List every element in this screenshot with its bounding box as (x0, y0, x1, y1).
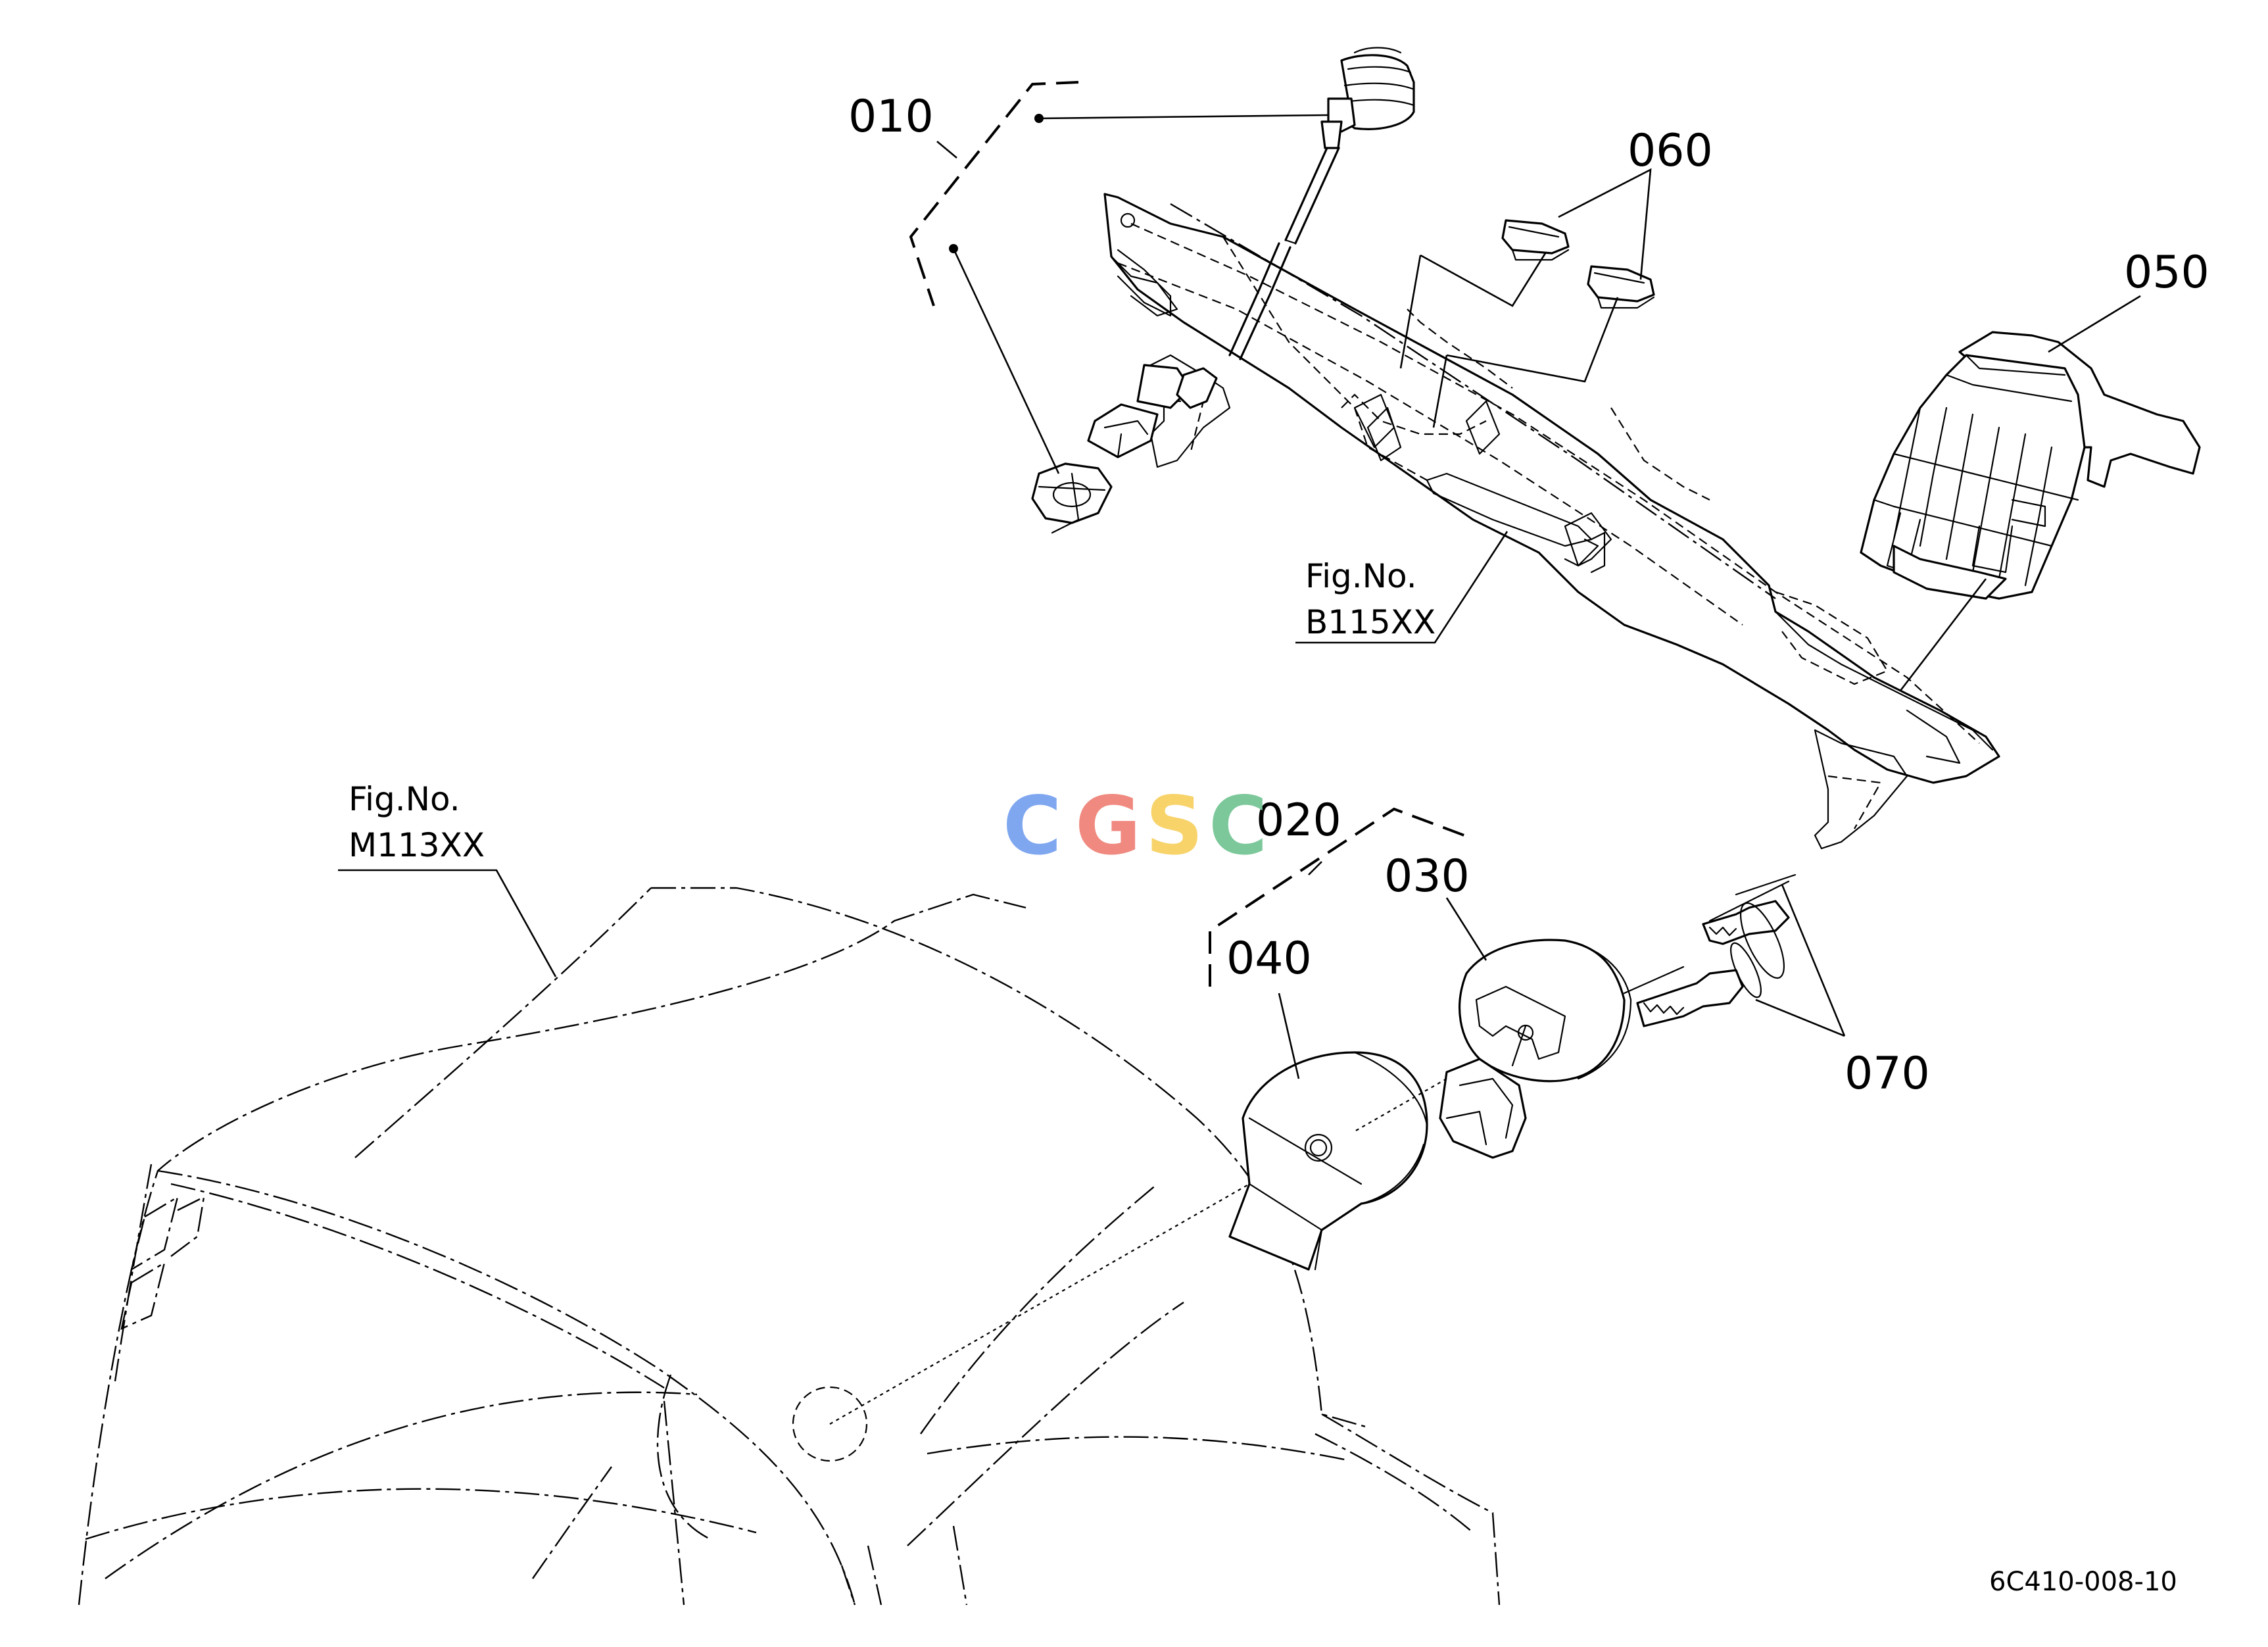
part-010-bracket (909, 81, 1079, 307)
hood-figref-number: M113XX (349, 826, 485, 864)
part-030-leader (1445, 897, 1487, 961)
dash-figref-label: Fig.No. (1305, 557, 1417, 595)
part-010-cable (949, 47, 1415, 534)
part-040-cover (1228, 1051, 1428, 1271)
watermark-letter-c2: C (1209, 779, 1268, 873)
watermark-letter-c1: C (1003, 779, 1062, 873)
callout-060: 060 (1628, 125, 1713, 177)
part-070-keys (1636, 873, 1846, 1037)
part-020-leader (1308, 861, 1322, 875)
drawing-number: 6C410-008-10 (1989, 1567, 2177, 1597)
part-030-switch (1354, 939, 1685, 1159)
part-060-leader (1558, 168, 1652, 280)
callout-020: 020 (1256, 795, 1341, 847)
callout-040: 040 (1226, 933, 1312, 985)
dash-figref-number: B115XX (1305, 603, 1436, 641)
dash-panel (1103, 193, 2000, 850)
part-050-leader (2048, 295, 2141, 353)
callout-030: 030 (1384, 850, 1470, 902)
hood-figref-label: Fig.No. (349, 780, 460, 818)
part-060-pads (1399, 219, 1655, 428)
callout-050: 050 (2124, 247, 2209, 299)
part-020-bracket (1209, 807, 1474, 987)
hood-outline (78, 887, 1501, 1606)
part-040-leader (1278, 993, 1300, 1079)
part-010-leader (936, 141, 957, 159)
watermark-letter-g: G (1075, 779, 1141, 873)
hood-figref-leader (338, 869, 557, 977)
watermark-letter-s: S (1146, 779, 1203, 873)
dash-figref-leader (1295, 531, 1508, 644)
callout-070: 070 (1845, 1048, 1930, 1100)
callout-010: 010 (848, 91, 934, 143)
cgsc-watermark-logo: C G S C (1003, 779, 1268, 873)
part-050-meter (1860, 331, 2201, 691)
